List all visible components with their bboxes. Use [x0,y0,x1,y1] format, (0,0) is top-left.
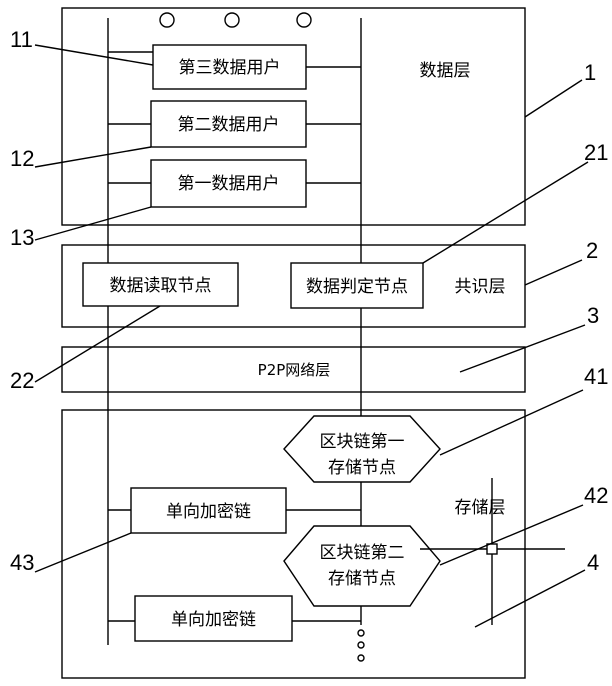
leader-line-43 [35,533,131,572]
ellipsis-circle [297,13,311,27]
ref-42: 42 [584,483,608,508]
leader-line-2 [525,260,582,285]
ref-2: 2 [586,238,598,263]
chain-upper-label: 单向加密链 [166,502,251,522]
blockchain-storage-node-2 [284,526,440,606]
leader-line-1 [525,80,582,117]
leader-line-21 [423,162,588,263]
consensus-layer-label: 共识层 [455,277,506,297]
ellipsis-circle [358,642,364,648]
leader-line-11 [35,45,153,65]
ellipsis-circle [225,13,239,27]
first-data-user-label: 第一数据用户 [178,174,280,194]
storage-node-1-line1: 区块链第一 [320,432,405,452]
ref-11: 11 [10,27,33,52]
ref-1: 1 [584,60,596,85]
ellipsis-circle [358,630,364,636]
leader-line-22 [35,306,160,382]
ref-4: 4 [587,550,599,575]
ref-21: 21 [584,140,608,165]
ellipsis-circle [160,13,174,27]
third-data-user-label: 第三数据用户 [179,58,281,78]
crosshair-square [487,544,497,554]
ref-22: 22 [10,368,34,393]
storage-node-1-line2: 存储节点 [328,458,396,478]
storage-node-2-line2: 存储节点 [328,569,396,589]
ref-41: 41 [584,364,608,389]
judge-node-label: 数据判定节点 [306,277,408,297]
leader-line-12 [35,147,151,167]
ref-3: 3 [587,303,599,328]
read-node-label: 数据读取节点 [110,276,212,296]
ref-12: 12 [10,146,34,171]
chain-lower-label: 单向加密链 [171,610,256,630]
leader-line-13 [35,207,151,240]
p2p-layer-label: P2P网络层 [258,361,331,379]
leader-line-3 [460,325,585,372]
ellipsis-circle [358,655,364,661]
ref-13: 13 [10,225,34,250]
storage-layer-label: 存储层 [455,498,506,518]
data-layer-label: 数据层 [420,61,471,81]
leader-line-41 [440,390,583,455]
second-data-user-label: 第二数据用户 [178,115,280,135]
ref-43: 43 [10,550,34,575]
storage-node-2-line1: 区块链第二 [320,543,405,563]
